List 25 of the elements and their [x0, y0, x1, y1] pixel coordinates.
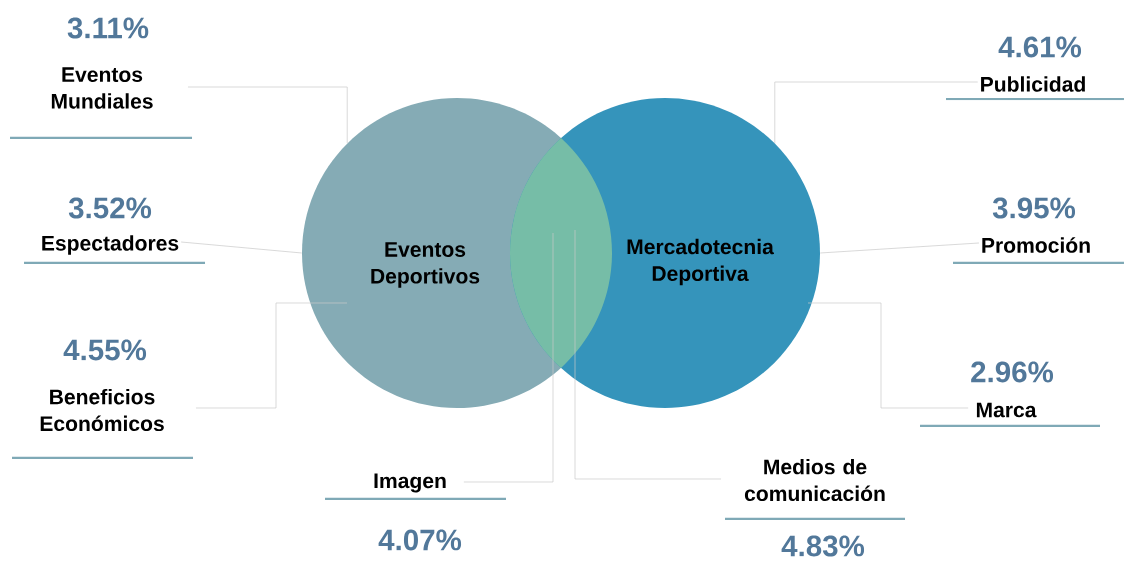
leader-line: [574, 229, 722, 480]
percentage-value: 2.96%: [971, 361, 1054, 383]
category-label: Imagen: [374, 473, 446, 493]
leader-line: [807, 302, 969, 409]
percentage-value: 3.52%: [68, 197, 152, 219]
category-label: Espectadores: [42, 235, 179, 255]
leader-line: [774, 81, 979, 144]
category-label: Beneficios Económicos: [40, 388, 164, 432]
category-label: Publicidad: [981, 76, 1085, 92]
category-label: Eventos Mundiales: [51, 67, 153, 109]
category-label: Marca: [976, 402, 1037, 418]
overlap-region: [510, 138, 612, 368]
percentage-value: 4.61%: [998, 36, 1082, 58]
leader-line: [195, 302, 348, 409]
leader-line: [819, 242, 980, 254]
percentage-value: 4.83%: [781, 535, 865, 557]
category-label: Promoción: [982, 237, 1090, 253]
leader-line: [187, 86, 348, 144]
leader-line: [463, 232, 554, 483]
percentage-value: 4.55%: [63, 339, 147, 361]
category-label: Medios de comunicación: [744, 458, 885, 502]
percentage-value: 3.95%: [992, 197, 1076, 219]
percentage-value: 4.07%: [378, 529, 462, 551]
percentage-value: 3.11%: [67, 17, 149, 39]
leader-line: [180, 241, 303, 254]
